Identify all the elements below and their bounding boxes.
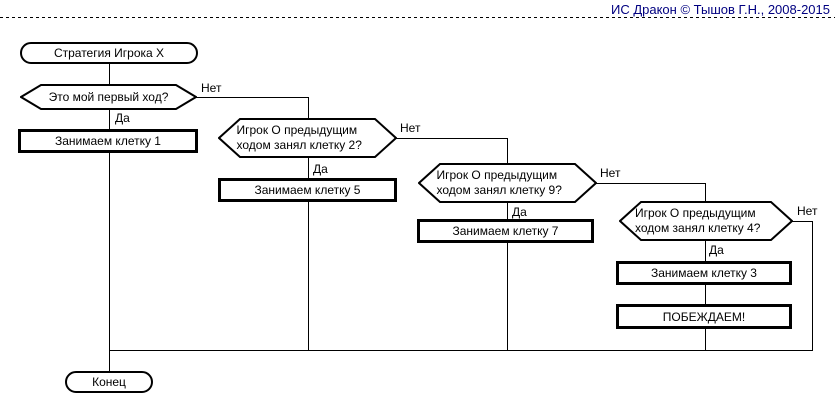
- connector-line: [109, 153, 110, 371]
- connector-line: [195, 97, 308, 98]
- decision-1-hexagon[interactable]: Это мой первый ход?: [20, 84, 197, 110]
- connector-line: [396, 138, 507, 139]
- decision-3-hexagon[interactable]: Игрок О предыдущим ходом занял клетку 9?: [418, 163, 597, 203]
- hexagon-shape-icon: [619, 201, 793, 241]
- action-3-label: Занимаем клетку 7: [452, 224, 559, 238]
- connector-line: [792, 221, 812, 222]
- decision-4-label: Игрок О предыдущим ходом занял клетку 4?: [635, 206, 761, 235]
- connector-line: [705, 285, 706, 304]
- connector-line: [507, 203, 508, 219]
- action-1-box[interactable]: Занимаем клетку 1: [18, 129, 198, 153]
- decision-1-label: Это мой первый ход?: [48, 90, 169, 104]
- action-4-box[interactable]: Занимаем клетку 3: [616, 261, 792, 285]
- action-5-box[interactable]: ПОБЕЖДАЕМ!: [616, 304, 792, 329]
- action-5-label: ПОБЕЖДАЕМ!: [662, 309, 746, 324]
- connector-line: [812, 221, 813, 350]
- end-node[interactable]: Конец: [65, 371, 153, 393]
- hexagon-shape-icon: [20, 84, 197, 110]
- action-1-label: Занимаем клетку 1: [55, 134, 161, 148]
- connector-line: [705, 183, 706, 201]
- decision-2-label: Игрок О предыдущим ходом занял клетку 2?: [236, 123, 362, 152]
- connector-line: [109, 64, 110, 84]
- start-node[interactable]: Стратегия Игрока X: [20, 42, 198, 64]
- connector-line: [507, 243, 508, 350]
- decision-4-hexagon[interactable]: Игрок О предыдущим ходом занял клетку 4?: [619, 201, 793, 241]
- connector-line: [308, 158, 309, 178]
- header-divider: [0, 17, 835, 18]
- end-node-label: Конец: [92, 375, 126, 389]
- branch-label-yes-1: Да: [115, 111, 130, 125]
- branch-label-yes-4: Да: [709, 243, 724, 257]
- connector-line: [705, 328, 706, 350]
- action-2-label: Занимаем клетку 5: [254, 183, 361, 197]
- credit-text: ИС Дракон © Тышов Г.Н., 2008-2015: [610, 2, 830, 17]
- connector-line: [308, 202, 309, 350]
- connector-line: [596, 183, 705, 184]
- connector-line: [308, 97, 309, 118]
- decision-2-hexagon[interactable]: Игрок О предыдущим ходом занял клетку 2?: [218, 118, 397, 158]
- branch-label-no-3: Нет: [600, 166, 621, 180]
- hexagon-shape-icon: [218, 118, 397, 158]
- connector-line: [705, 241, 706, 261]
- decision-3-label: Игрок О предыдущим ходом занял клетку 9?: [436, 168, 562, 197]
- connector-line: [507, 138, 508, 163]
- start-node-label: Стратегия Игрока X: [53, 46, 165, 60]
- action-2-box[interactable]: Занимаем клетку 5: [218, 178, 397, 202]
- hexagon-shape-icon: [418, 163, 597, 203]
- branch-label-yes-2: Да: [313, 162, 328, 176]
- branch-label-yes-3: Да: [512, 205, 527, 219]
- action-3-box[interactable]: Занимаем клетку 7: [417, 219, 594, 243]
- connector-line: [109, 110, 110, 129]
- branch-label-no-2: Нет: [400, 121, 421, 135]
- branch-label-no-4: Нет: [797, 204, 818, 218]
- branch-label-no-1: Нет: [201, 81, 222, 95]
- action-4-label: Занимаем клетку 3: [651, 266, 757, 280]
- collector-line: [109, 350, 813, 351]
